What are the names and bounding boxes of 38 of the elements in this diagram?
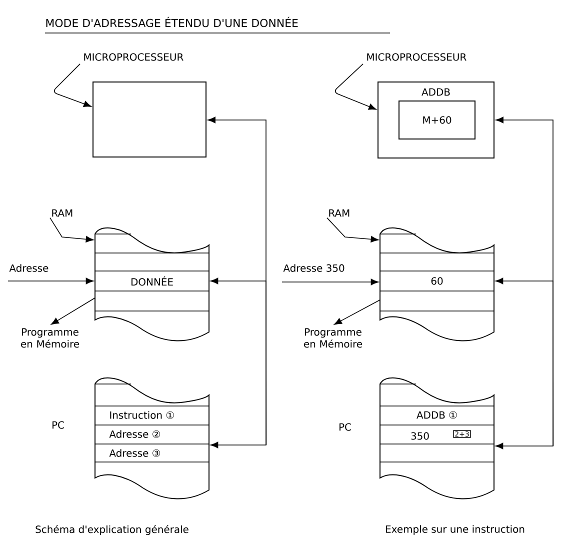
memory-stack xyxy=(380,377,494,500)
leader-line xyxy=(50,217,94,242)
row-text: Adresse ② xyxy=(109,430,160,438)
arrow xyxy=(282,278,379,286)
label: MICROPROCESSEUR xyxy=(84,53,184,61)
row-text: Adresse ③ xyxy=(109,449,160,457)
title: MODE D'ADRESSAGE ÉTENDU D'UNE DONNÉE xyxy=(46,16,298,28)
row-text: 350 xyxy=(411,432,429,440)
memory-stack xyxy=(94,227,210,342)
row-text: DONNÉE xyxy=(131,276,173,286)
arrow xyxy=(334,300,380,325)
label: RAM xyxy=(329,209,350,217)
leader-line xyxy=(334,64,376,110)
arrow xyxy=(495,278,554,446)
label: Programme en Mémoire xyxy=(304,328,362,348)
caption: Exemple sur une instruction xyxy=(386,525,524,535)
label: Adresse xyxy=(9,264,48,272)
row-text: ADDB ① xyxy=(416,411,457,419)
row-text: Instruction ① xyxy=(110,411,174,419)
side-label: PC xyxy=(52,421,64,429)
leader-line xyxy=(54,64,92,108)
label: Programme en Mémoire xyxy=(21,328,80,348)
arrow xyxy=(208,116,266,448)
arrow xyxy=(495,116,554,450)
arrow xyxy=(8,278,94,284)
side-label: PC xyxy=(340,423,351,431)
label: RAM xyxy=(52,209,72,217)
label: MICROPROCESSEUR xyxy=(367,53,466,61)
arrow xyxy=(210,278,267,446)
memory-stack xyxy=(380,227,494,342)
label: Adresse 350 xyxy=(283,264,344,272)
caption: Schéma d'explication générale xyxy=(36,524,188,536)
memory-stack xyxy=(94,377,210,500)
box: M+60 xyxy=(398,100,476,140)
arrow xyxy=(50,298,96,325)
box xyxy=(92,82,206,158)
leader-line xyxy=(326,217,379,242)
row-text: 60 xyxy=(431,277,443,285)
